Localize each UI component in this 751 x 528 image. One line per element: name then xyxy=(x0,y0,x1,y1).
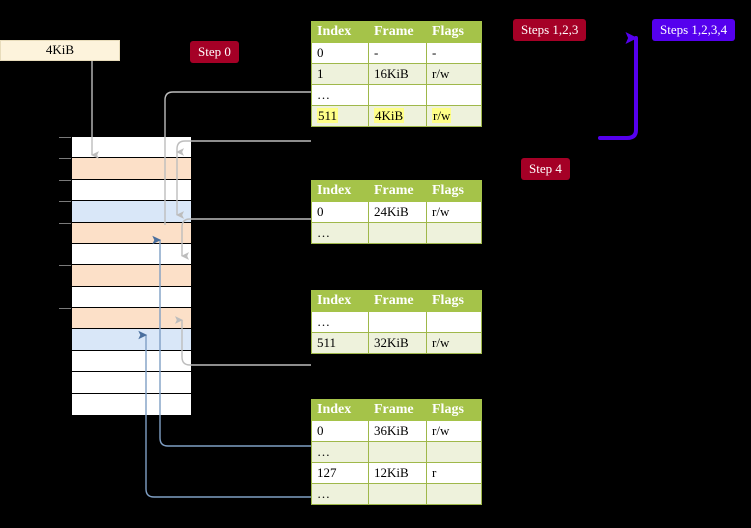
table-header-row: Index Frame Flags xyxy=(311,21,482,43)
badge-steps-1234: Steps 1,2,3,4 xyxy=(652,19,736,41)
cell-flags: r/w xyxy=(426,105,482,127)
cell-index: 511 xyxy=(311,105,369,127)
cell-frame xyxy=(368,483,427,505)
cell-frame xyxy=(368,311,427,333)
column-header-frame: Frame xyxy=(368,399,427,421)
cell-index: 127 xyxy=(311,462,369,484)
memory-row-tick xyxy=(59,265,71,267)
memory-frame-row xyxy=(72,308,191,330)
wire-pdpt-to-memory xyxy=(180,218,311,260)
column-header-frame: Frame xyxy=(368,180,427,202)
table-row: 1 16KiB r/w xyxy=(311,63,482,85)
cell-flags: r/w xyxy=(426,332,482,354)
cell-frame xyxy=(368,441,427,463)
badge-step-4: Step 4 xyxy=(521,158,570,180)
memory-row-tick xyxy=(59,308,71,310)
cell-flags xyxy=(426,441,482,463)
cell-flags xyxy=(426,483,482,505)
cell-flags xyxy=(426,311,482,333)
physical-memory-column xyxy=(59,136,191,415)
table-row-highlighted: 511 4KiB r/w xyxy=(311,105,482,127)
column-header-index: Index xyxy=(311,290,369,312)
memory-row-tick xyxy=(59,201,71,203)
memory-frame-row xyxy=(72,201,191,223)
page-table-pdpt: Index Frame Flags 0 24KiB r/w … xyxy=(311,180,482,244)
memory-row-tick xyxy=(59,158,71,160)
column-header-frame: Frame xyxy=(368,290,427,312)
cell-frame: 24KiB xyxy=(368,201,427,223)
column-header-flags: Flags xyxy=(426,290,482,312)
cell-index: … xyxy=(311,311,369,333)
cell-frame: 32KiB xyxy=(368,332,427,354)
cell-frame xyxy=(368,222,427,244)
memory-row-tick xyxy=(59,179,71,181)
cell-index: 0 xyxy=(311,201,369,223)
table-row: 127 12KiB r xyxy=(311,462,482,484)
cell-flags: r/w xyxy=(426,420,482,442)
cell-frame: 16KiB xyxy=(368,63,427,85)
column-header-index: Index xyxy=(311,180,369,202)
page-table-pt: Index Frame Flags 0 36KiB r/w … 127 12Ki… xyxy=(311,399,482,505)
memory-frame-row xyxy=(72,329,191,351)
table-row: … xyxy=(311,222,482,244)
memory-frame-row xyxy=(72,286,191,309)
table-row: … xyxy=(311,84,482,106)
table-header-row: Index Frame Flags xyxy=(311,290,482,312)
table-row: … xyxy=(311,311,482,333)
cell-frame xyxy=(368,84,427,106)
memory-frame-row xyxy=(72,179,191,202)
table-header-row: Index Frame Flags xyxy=(311,399,482,421)
column-header-flags: Flags xyxy=(426,180,482,202)
cell-frame: 36KiB xyxy=(368,420,427,442)
cell-index: … xyxy=(311,441,369,463)
cell-frame: - xyxy=(368,42,427,64)
memory-row-tick xyxy=(59,137,71,138)
memory-size-label: 4KiB xyxy=(0,40,120,61)
table-row: 511 32KiB r/w xyxy=(311,332,482,354)
badge-steps-123: Steps 1,2,3 xyxy=(513,19,587,41)
cell-flags: - xyxy=(426,42,482,64)
column-header-flags: Flags xyxy=(426,399,482,421)
cell-index: … xyxy=(311,483,369,505)
table-row: 0 24KiB r/w xyxy=(311,201,482,223)
cell-index: 0 xyxy=(311,42,369,64)
cell-frame: 12KiB xyxy=(368,462,427,484)
table-row: … xyxy=(311,441,482,463)
page-table-pd: Index Frame Flags … 511 32KiB r/w xyxy=(311,290,482,354)
cell-index: 0 xyxy=(311,420,369,442)
memory-frame-row xyxy=(72,350,191,373)
cell-index: 1 xyxy=(311,63,369,85)
cell-index: … xyxy=(311,84,369,106)
cell-index: … xyxy=(311,222,369,244)
table-header-row: Index Frame Flags xyxy=(311,180,482,202)
memory-frame-row xyxy=(72,243,191,266)
page-table-pml4: Index Frame Flags 0 - - 1 16KiB r/w … 51… xyxy=(311,21,482,127)
memory-row-tick xyxy=(59,222,71,224)
memory-frame-row xyxy=(72,372,191,394)
wire-pd-to-memory xyxy=(175,316,311,366)
badge-step-0: Step 0 xyxy=(190,41,239,63)
column-header-frame: Frame xyxy=(368,21,427,43)
memory-frame-row xyxy=(72,158,191,180)
column-header-index: Index xyxy=(311,21,369,43)
arrow-steps-1234-bracket xyxy=(598,32,638,140)
cell-frame: 4KiB xyxy=(368,105,427,127)
table-row: 0 - - xyxy=(311,42,482,64)
cell-flags xyxy=(426,84,482,106)
memory-frame-row xyxy=(72,393,191,415)
table-row: 0 36KiB r/w xyxy=(311,420,482,442)
memory-frame-row xyxy=(72,222,191,244)
cell-index: 511 xyxy=(311,332,369,354)
cell-flags: r/w xyxy=(426,63,482,85)
cell-flags xyxy=(426,222,482,244)
table-row: … xyxy=(311,483,482,505)
cell-flags: r/w xyxy=(426,201,482,223)
column-header-index: Index xyxy=(311,399,369,421)
cell-flags: r xyxy=(426,462,482,484)
memory-frame-row xyxy=(72,265,191,287)
memory-frame-row xyxy=(72,137,191,159)
column-header-flags: Flags xyxy=(426,21,482,43)
